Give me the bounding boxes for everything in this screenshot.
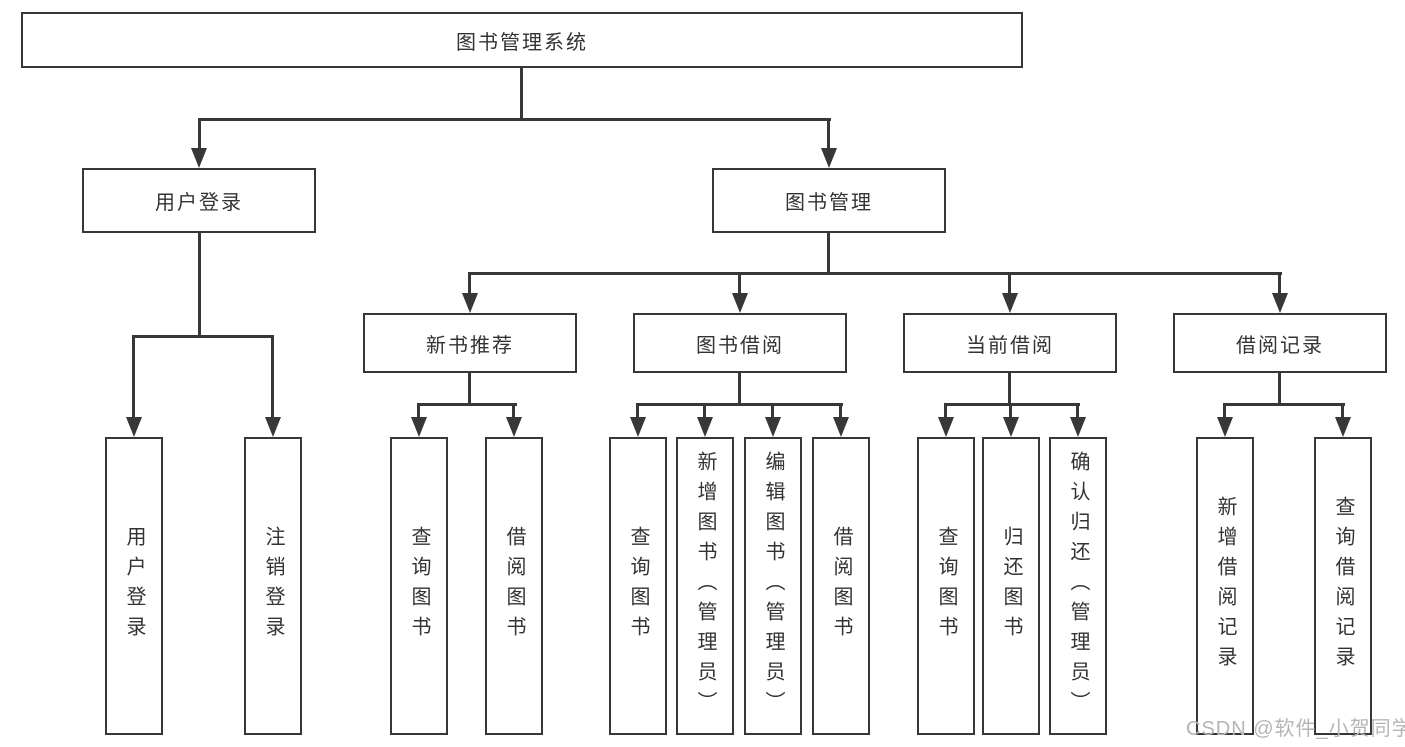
arrow-down-icon bbox=[462, 293, 478, 313]
arrow-down-icon bbox=[411, 417, 427, 437]
connector-v bbox=[1223, 403, 1226, 421]
arrow-down-icon bbox=[1003, 417, 1019, 437]
arrow-down-icon bbox=[833, 417, 849, 437]
leaf-current-confirm-return-admin-label: 确认归还（管理员） bbox=[1067, 451, 1089, 721]
connector-v bbox=[1278, 373, 1281, 406]
arrow-down-icon bbox=[1272, 293, 1288, 313]
connector-v bbox=[1076, 403, 1079, 421]
connector-v bbox=[738, 272, 741, 297]
node-current-borrow-label: 当前借阅 bbox=[966, 334, 1054, 357]
leaf-current-return-books: 归还图书 bbox=[982, 437, 1040, 735]
connector-v bbox=[944, 403, 947, 421]
arrow-down-icon bbox=[1002, 293, 1018, 313]
leaf-logout: 注销登录 bbox=[244, 437, 302, 735]
arrow-down-icon bbox=[765, 417, 781, 437]
connector-v bbox=[468, 272, 471, 297]
connector-v bbox=[827, 233, 830, 272]
node-new-book-recommend-label: 新书推荐 bbox=[426, 334, 514, 357]
node-book-management: 图书管理 bbox=[712, 168, 946, 233]
connector-h bbox=[1223, 403, 1345, 406]
leaf-user-login: 用户登录 bbox=[105, 437, 163, 735]
connector-v bbox=[132, 335, 135, 421]
node-book-borrow: 图书借阅 bbox=[633, 313, 847, 373]
leaf-borrow-borrow-books: 借阅图书 bbox=[812, 437, 870, 735]
leaf-recommend-borrow-books-label: 借阅图书 bbox=[503, 526, 525, 646]
node-book-management-label: 图书管理 bbox=[785, 192, 873, 214]
leaf-records-add-record: 新增借阅记录 bbox=[1196, 437, 1254, 735]
leaf-recommend-query-books-label: 查询图书 bbox=[408, 526, 430, 646]
connector-v bbox=[636, 403, 639, 421]
connector-v bbox=[1341, 403, 1344, 421]
arrow-down-icon bbox=[506, 417, 522, 437]
arrow-down-icon bbox=[1217, 417, 1233, 437]
leaf-borrow-query-books-label: 查询图书 bbox=[627, 526, 649, 646]
connector-h bbox=[417, 403, 517, 406]
connector-v bbox=[198, 233, 201, 335]
node-user-login-label: 用户登录 bbox=[155, 192, 243, 214]
connector-v bbox=[198, 118, 201, 152]
node-book-borrow-label: 图书借阅 bbox=[696, 334, 784, 357]
connector-v bbox=[703, 403, 706, 421]
leaf-current-query-books: 查询图书 bbox=[917, 437, 975, 735]
connector-v bbox=[1009, 403, 1012, 421]
leaf-borrow-borrow-books-label: 借阅图书 bbox=[830, 526, 852, 646]
arrow-down-icon bbox=[938, 417, 954, 437]
node-new-book-recommend: 新书推荐 bbox=[363, 313, 577, 373]
connector-v bbox=[1008, 373, 1011, 406]
connector-v bbox=[520, 68, 523, 118]
csdn-watermark: CSDN @软件_小贺同学 bbox=[1186, 718, 1405, 740]
leaf-borrow-edit-books-admin-label: 编辑图书（管理员） bbox=[762, 451, 784, 721]
connector-v bbox=[1278, 272, 1281, 297]
connector-v bbox=[271, 335, 274, 421]
node-root-label: 图书管理系统 bbox=[456, 31, 588, 54]
node-borrow-records-label: 借阅记录 bbox=[1236, 334, 1324, 357]
arrow-down-icon bbox=[1070, 417, 1086, 437]
arrow-down-icon bbox=[630, 417, 646, 437]
arrow-down-icon bbox=[821, 148, 837, 168]
connector-h bbox=[132, 335, 274, 338]
leaf-recommend-borrow-books: 借阅图书 bbox=[485, 437, 543, 735]
arrow-down-icon bbox=[697, 417, 713, 437]
node-borrow-records: 借阅记录 bbox=[1173, 313, 1387, 373]
leaf-records-query-record-label: 查询借阅记录 bbox=[1332, 496, 1354, 676]
leaf-borrow-add-books-admin-label: 新增图书（管理员） bbox=[694, 451, 716, 721]
connector-h bbox=[944, 403, 1080, 406]
connector-v bbox=[827, 118, 830, 152]
connector-h bbox=[198, 118, 831, 121]
leaf-borrow-query-books: 查询图书 bbox=[609, 437, 667, 735]
leaf-current-return-books-label: 归还图书 bbox=[1000, 526, 1022, 646]
connector-h bbox=[636, 403, 843, 406]
arrow-down-icon bbox=[732, 293, 748, 313]
arrow-down-icon bbox=[126, 417, 142, 437]
leaf-user-login-label: 用户登录 bbox=[123, 526, 145, 646]
arrow-down-icon bbox=[1335, 417, 1351, 437]
connector-v bbox=[1008, 272, 1011, 297]
arrow-down-icon bbox=[265, 417, 281, 437]
leaf-current-query-books-label: 查询图书 bbox=[935, 526, 957, 646]
connector-v bbox=[417, 403, 420, 421]
connector-v bbox=[839, 403, 842, 421]
node-root: 图书管理系统 bbox=[21, 12, 1023, 68]
leaf-logout-label: 注销登录 bbox=[262, 526, 284, 646]
leaf-recommend-query-books: 查询图书 bbox=[390, 437, 448, 735]
leaf-borrow-edit-books-admin: 编辑图书（管理员） bbox=[744, 437, 802, 735]
connector-v bbox=[738, 373, 741, 406]
connector-h bbox=[468, 272, 1282, 275]
connector-v bbox=[512, 403, 515, 421]
connector-v bbox=[771, 403, 774, 421]
connector-v bbox=[468, 373, 471, 406]
leaf-borrow-add-books-admin: 新增图书（管理员） bbox=[676, 437, 734, 735]
node-user-login: 用户登录 bbox=[82, 168, 316, 233]
node-current-borrow: 当前借阅 bbox=[903, 313, 1117, 373]
leaf-records-query-record: 查询借阅记录 bbox=[1314, 437, 1372, 735]
leaf-records-add-record-label: 新增借阅记录 bbox=[1214, 496, 1236, 676]
arrow-down-icon bbox=[191, 148, 207, 168]
leaf-current-confirm-return-admin: 确认归还（管理员） bbox=[1049, 437, 1107, 735]
